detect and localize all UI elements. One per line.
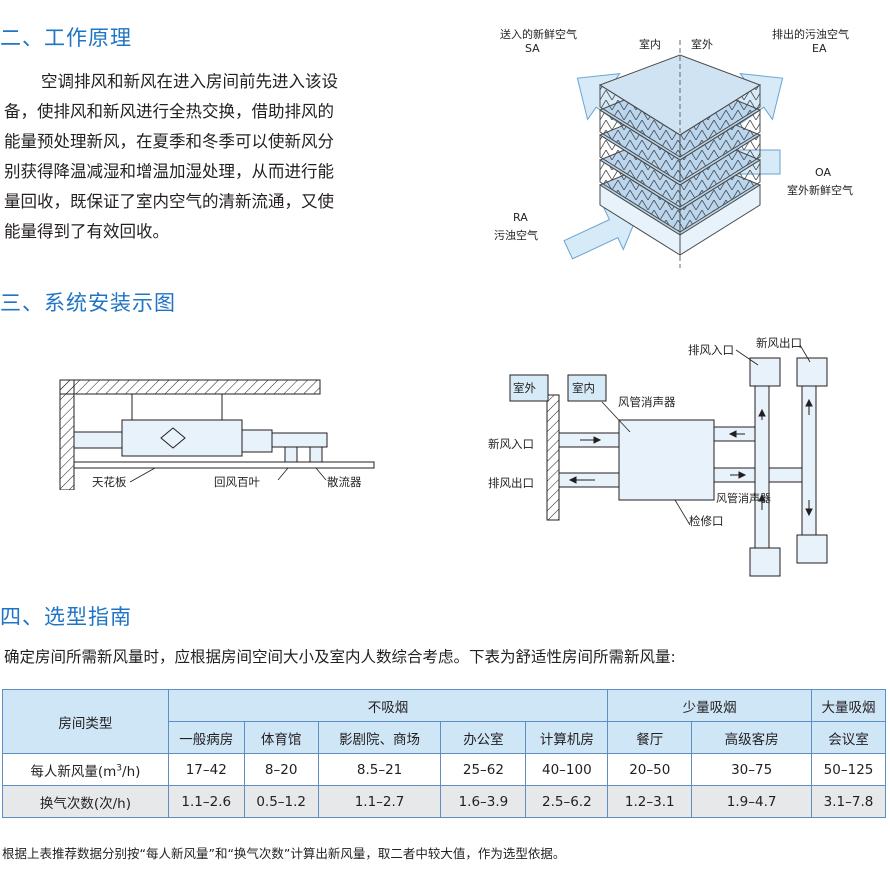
row-label-text: /h) [122, 763, 141, 780]
table-cell: 1.9–4.7 [691, 785, 813, 818]
room-type-cell: 餐厅 [607, 721, 693, 754]
outdoor-box-label: 室外 [513, 381, 536, 395]
room-type-cell: 体育馆 [243, 721, 319, 754]
principle-line: 空调排风和新风在进入房间前先进入该设 [41, 72, 338, 91]
room-type-cell: 会议室 [811, 721, 886, 754]
table-header-row-groups: 房间类型 不吸烟 少量吸烟 大量吸烟 [2, 689, 886, 754]
muffler-bottom-label: 风管消声器 [716, 492, 771, 505]
indoor-box-label: 室内 [572, 381, 595, 395]
return-grille-label: 回风百叶 [214, 475, 260, 489]
room-type-header: 房间类型 [2, 689, 169, 754]
principle-paragraph: 空调排风和新风在进入房间前先进入该设 备，使排风和新风进行全热交换，借助排风的 … [4, 67, 404, 247]
table-cell: 50–125 [811, 753, 886, 786]
table-cell: 30–75 [691, 753, 813, 786]
group-non-smoking: 不吸烟 [167, 689, 609, 722]
outdoor-label: 室外 [691, 38, 713, 51]
ra-label-cn: 污浊空气 [494, 229, 538, 242]
wall-install-diagram [509, 344, 828, 577]
table-row: 换气次数(次/h) 1.1–2.6 0.5–1.2 1.1–2.7 1.6–3.… [2, 785, 886, 818]
section-3-title: 三、系统安装示图 [0, 291, 176, 315]
fresh-inlet-label: 新风入口 [488, 437, 534, 451]
principle-line: 量回收，既保证了室内空气的清新流通，又使 [4, 192, 334, 211]
row-label-fresh-air: 每人新风量(m3/h) [2, 753, 169, 786]
heat-exchanger-diagram [563, 40, 784, 268]
principle-line: 能量得到了有效回收。 [4, 222, 169, 241]
table-cell: 1.2–3.1 [607, 785, 693, 818]
muffler-top-label: 风管消声器 [618, 395, 676, 409]
fresh-outlet-label: 新风出口 [756, 336, 802, 350]
table-row: 每人新风量(m3/h) 17–42 8–20 8.5–21 25–62 40–1… [2, 753, 886, 786]
room-type-cell: 一般病房 [167, 721, 245, 754]
oa-label-cn: 室外新鲜空气 [787, 184, 853, 197]
room-type-cell: 办公室 [440, 721, 527, 754]
row-label-sup: 3 [116, 763, 123, 773]
indoor-label: 室内 [639, 38, 661, 51]
ea-label-cn: 排出的污浊空气 [772, 28, 849, 41]
sa-label-en: SA [525, 42, 540, 55]
sa-label-cn: 送入的新鲜空气 [500, 28, 577, 41]
table-cell: 8.5–21 [317, 753, 442, 786]
section-4-title: 四、选型指南 [0, 605, 132, 629]
selection-intro: 确定房间所需新风量时，应根据房间空间大小及室内人数综合考虑。下表为舒适性房间所需… [4, 648, 676, 666]
ra-label-en: RA [513, 211, 528, 224]
table-cell: 1.1–2.7 [317, 785, 442, 818]
table-cell: 2.5–6.2 [525, 785, 609, 818]
table-cell: 25–62 [440, 753, 527, 786]
exhaust-outlet-label: 排风出口 [488, 476, 534, 490]
table-cell: 20–50 [607, 753, 693, 786]
principle-line: 能量预处理新风，在夏季和冬季可以使新风分 [4, 132, 334, 151]
table-cell: 0.5–1.2 [243, 785, 319, 818]
table-cell: 3.1–7.8 [811, 785, 886, 818]
diffuser-label: 散流器 [327, 475, 362, 489]
group-heavy-smoking: 大量吸烟 [811, 689, 886, 722]
room-type-cell: 影剧院、商场 [317, 721, 442, 754]
room-type-cell: 计算机房 [525, 721, 609, 754]
row-label-air-changes: 换气次数(次/h) [2, 785, 169, 818]
access-port-label: 检修口 [689, 514, 724, 528]
ceiling-install-diagram [59, 379, 375, 490]
table-cell: 1.1–2.6 [167, 785, 245, 818]
table-cell: 1.6–3.9 [440, 785, 527, 818]
section-2-title: 二、工作原理 [0, 26, 132, 50]
oa-label-en: OA [815, 166, 831, 179]
selection-note: 根据上表推荐数据分别按“每人新风量”和“换气次数”计算出新风量，取二者中较大值，… [2, 846, 566, 861]
fresh-air-table: 房间类型 不吸烟 少量吸烟 大量吸烟 一般病房 体育馆 影剧院、商场 办公室 计… [2, 689, 886, 818]
ceiling-label: 天花板 [92, 475, 127, 489]
table-cell: 17–42 [167, 753, 245, 786]
exhaust-inlet-label: 排风入口 [688, 343, 734, 357]
exchanger-core [598, 40, 762, 268]
principle-line: 备，使排风和新风进行全热交换，借助排风的 [4, 102, 334, 121]
row-label-text: 每人新风量(m [30, 763, 117, 780]
principle-line: 别获得降温减湿和增温加湿处理，从而进行能 [4, 162, 334, 181]
room-type-cell: 高级客房 [691, 721, 813, 754]
group-light-smoking: 少量吸烟 [607, 689, 813, 722]
ra-arrow [563, 206, 637, 260]
ea-label-en: EA [812, 42, 827, 55]
table-cell: 8–20 [243, 753, 319, 786]
table-header-row-rooms: 一般病房 体育馆 影剧院、商场 办公室 计算机房 餐厅 高级客房 会议室 [3, 721, 886, 754]
table-cell: 40–100 [525, 753, 609, 786]
